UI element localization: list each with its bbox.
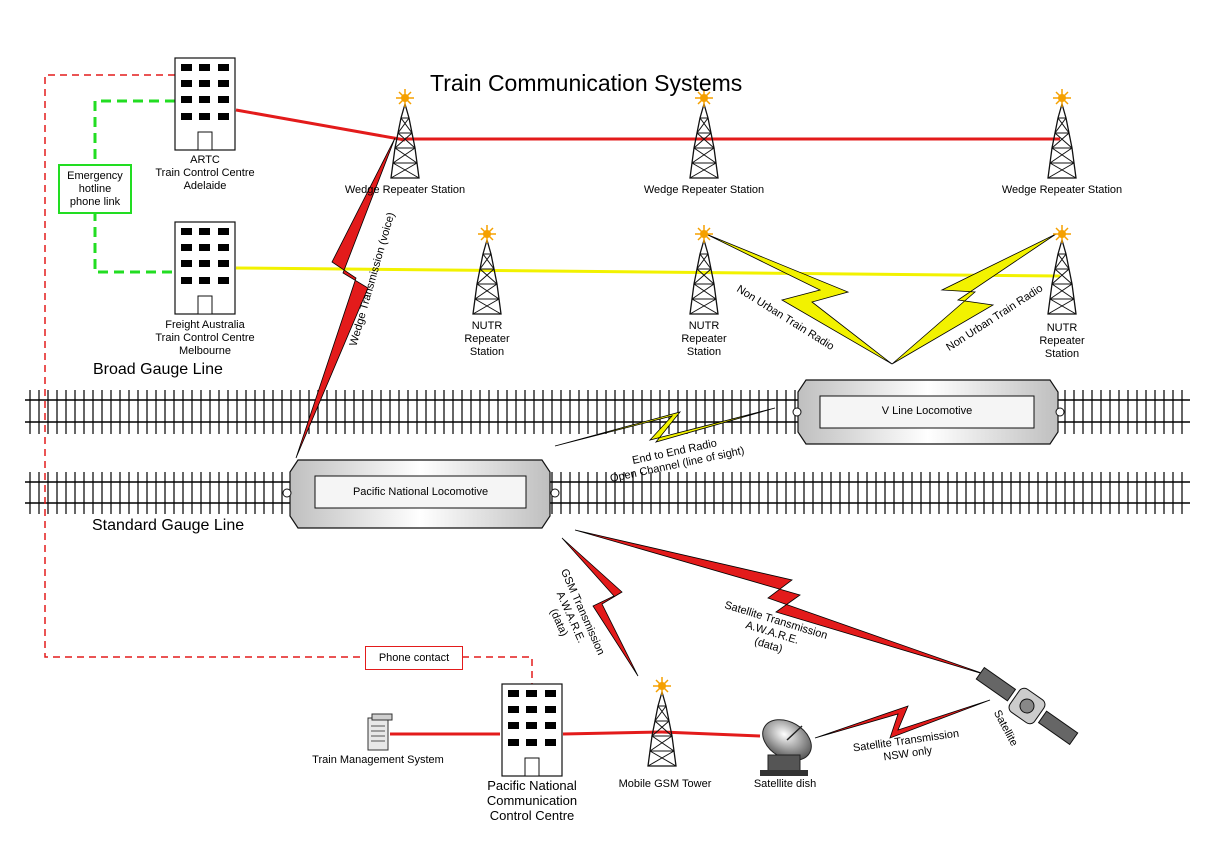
freight-label-line-2: Train Control Centre (155, 332, 255, 344)
standard-gauge-label: Standard Gauge Line (92, 517, 245, 534)
wedge-tower-1-icon (390, 88, 420, 179)
nutr-3-line-3: Station (1044, 348, 1080, 360)
diagram-title: Train Communication Systems (430, 70, 743, 96)
nutr-bolt-right (891, 233, 1057, 365)
freight-label-line-1: Freight Australia (165, 319, 245, 331)
emergency-hotline-box: Emergency hotline phone link (58, 164, 132, 214)
wedge-station-3-label: Wedge Repeater Station (1001, 184, 1123, 196)
pn-ccc-label: Pacific National Communication Control C… (472, 778, 592, 823)
satellite-icon (975, 666, 1079, 746)
pacific-national-locomotive (282, 459, 560, 529)
pn-ccc-building-icon (501, 683, 563, 777)
wedge-station-2-label: Wedge Repeater Station (643, 184, 765, 196)
freight-label: Freight Australia Train Control Centre M… (150, 319, 260, 358)
end-to-end-bolt (554, 407, 776, 447)
nutr-tower-3-icon (1047, 224, 1077, 315)
nutr-1-line-1: NUTR (471, 320, 503, 332)
nutr-1-line-2: Repeater (464, 333, 510, 345)
emergency-link-top (93, 99, 175, 164)
sat-nsw-bolt (814, 699, 991, 739)
wedge-tower-2-icon (689, 88, 719, 179)
gsm-bolt (561, 537, 639, 677)
nutr-station-1-label: NUTR Repeater Station (452, 320, 522, 359)
artc-label-line-3: Adelaide (183, 180, 227, 192)
artc-building-icon (174, 57, 236, 151)
satellite-dish-label: Satellite dish (753, 778, 817, 790)
nutr-2-line-3: Station (686, 346, 722, 358)
gsm-network-line-2 (562, 730, 663, 736)
nutr-1-line-3: Station (469, 346, 505, 358)
artc-label-line-2: Train Control Centre (155, 167, 255, 179)
freight-label-line-3: Melbourne (179, 345, 231, 357)
wedge-station-1-label: Wedge Repeater Station (344, 184, 466, 196)
nutr-2-line-1: NUTR (688, 320, 720, 332)
nutr-tower-2-icon (689, 224, 719, 315)
pn-ccc-label-line-3: Control Centre (489, 808, 575, 823)
vline-locomotive-label: V Line Locomotive (881, 405, 973, 417)
freight-building-icon (174, 221, 236, 315)
pn-ccc-label-line-1: Pacific National (487, 778, 577, 793)
artc-label: ARTC Train Control Centre Adelaide (150, 154, 260, 193)
emergency-line-3: phone link (69, 195, 121, 208)
artc-label-line-1: ARTC (190, 154, 220, 166)
emergency-line-1: Emergency (67, 169, 123, 182)
nutr-station-3-label: NUTR Repeater Station (1027, 322, 1097, 361)
phone-contact-dashed-line-2 (462, 656, 533, 684)
nutr-2-line-2: Repeater (681, 333, 727, 345)
phone-contact-label: Phone contact (378, 651, 450, 664)
gsm-network-line-3 (661, 730, 761, 738)
phone-contact-dashed-line (44, 74, 365, 658)
pn-ccc-label-line-2: Communication (486, 793, 578, 808)
vline-locomotive (792, 379, 1065, 445)
wedge-voice-bolt (295, 137, 396, 459)
gsm-tower-icon (647, 676, 677, 767)
nutr-link-line (235, 266, 1061, 278)
train-management-server-icon (367, 713, 393, 751)
broad-gauge-label: Broad Gauge Line (93, 361, 223, 378)
emergency-link-bottom (93, 211, 175, 274)
wedge-link-line-a (235, 108, 406, 142)
wedge-tower-3-icon (1047, 88, 1077, 179)
satellite-dish-icon (760, 719, 812, 776)
emergency-line-2: hotline (78, 182, 112, 195)
gsm-tower-label: Mobile GSM Tower (618, 778, 712, 790)
nutr-station-2-label: NUTR Repeater Station (669, 320, 739, 359)
tms-label: Train Management System (312, 754, 444, 766)
pacific-locomotive-label: Pacific National Locomotive (352, 486, 489, 498)
nutr-3-line-2: Repeater (1039, 335, 1085, 347)
nutr-3-line-1: NUTR (1046, 322, 1078, 334)
phone-contact-box: Phone contact (365, 646, 463, 670)
